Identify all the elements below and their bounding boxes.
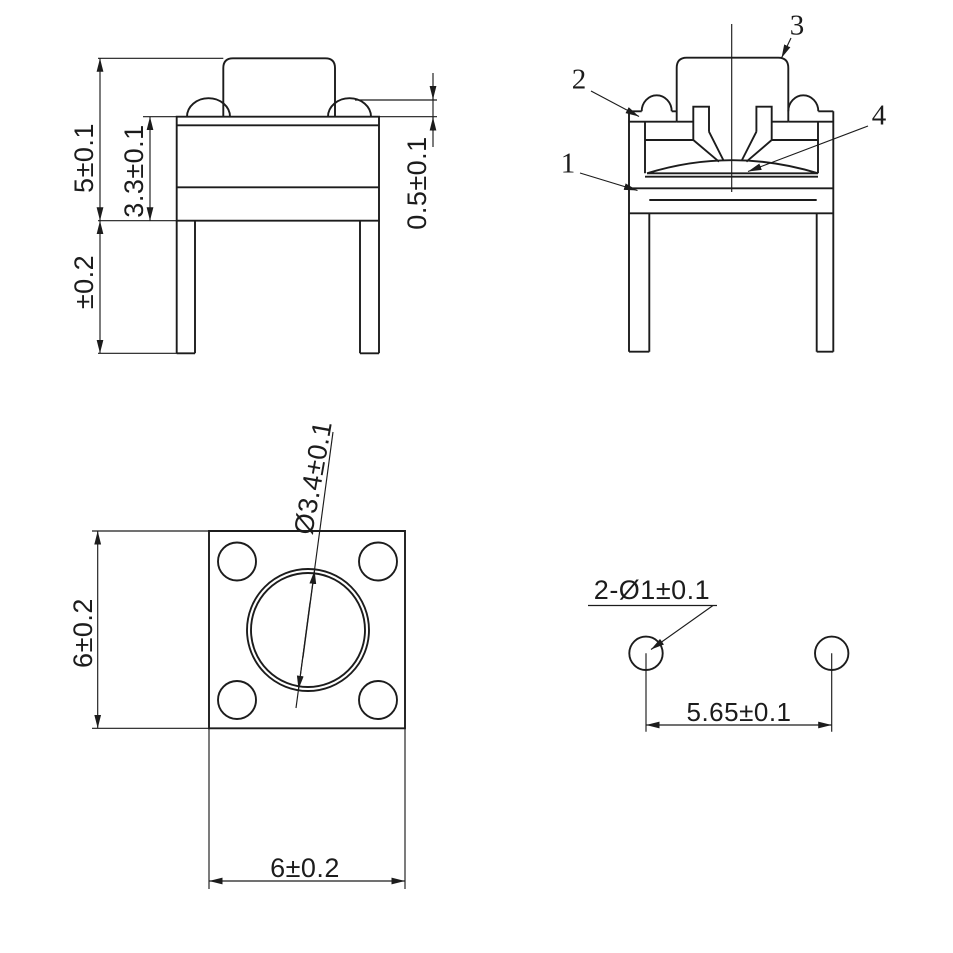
top-view: 6±0.2 6±0.2 Ø3.4±0.1 <box>68 418 406 889</box>
leader-callout-2 <box>590 90 640 118</box>
callout-1-housing-label: 1 <box>561 148 576 180</box>
dim-text-top-height: 6±0.2 <box>68 598 98 668</box>
section-outer-walls <box>628 111 835 352</box>
left-bump-arc <box>186 97 231 117</box>
dim-text-total-height: 5±0.1 <box>69 123 99 193</box>
section-view: 3 2 4 1 <box>561 10 887 353</box>
section-base <box>629 187 834 215</box>
corner-hole-top-left <box>217 541 257 582</box>
button-circle-outer <box>246 568 370 692</box>
dim-text-bump-height: 0.5±0.1 <box>402 136 432 229</box>
dim-text-hole-spec: 2-Ø1±0.1 <box>594 575 710 605</box>
leader-callout-1 <box>579 172 638 192</box>
section-legs <box>629 213 834 353</box>
extension-lines-top-view <box>92 530 406 889</box>
right-lead <box>359 220 380 355</box>
button-circle-inner <box>250 572 366 688</box>
switch-body-outline <box>175 115 380 222</box>
dim-text-lead-tolerance: ±0.2 <box>69 255 99 309</box>
right-bump-arc <box>327 97 372 117</box>
dim-text-button-diameter: Ø3.4±0.1 <box>288 418 337 536</box>
callout-4-dome-label: 4 <box>872 100 887 132</box>
corner-hole-top-right <box>358 541 398 582</box>
dim-text-body-height: 3.3±0.1 <box>119 124 149 217</box>
button-cap-outline <box>222 57 336 117</box>
pcb-layout-view: 2-Ø1±0.1 5.65±0.1 <box>588 575 850 732</box>
leader-callout-4 <box>747 125 869 173</box>
dim-text-hole-pitch: 5.65±0.1 <box>686 697 791 727</box>
diameter-arrow-bottom <box>296 602 311 690</box>
extension-lines-front <box>98 57 437 354</box>
section-stem-outline <box>675 56 790 122</box>
section-left-post <box>692 105 725 163</box>
section-right-post <box>741 105 773 163</box>
corner-hole-bottom-right <box>358 680 398 720</box>
callout-2-cover-label: 2 <box>572 64 587 96</box>
section-cavity-walls <box>644 120 819 174</box>
front-view: 5±0.1 3.3±0.1 ±0.2 0.5±0.1 <box>69 57 437 355</box>
leader-hole-spec <box>650 605 714 650</box>
corner-hole-bottom-left <box>217 680 257 720</box>
dim-text-top-width: 6±0.2 <box>270 853 340 883</box>
callout-3-base-label: 3 <box>790 10 805 42</box>
pcb-hole-center-lines <box>645 653 833 732</box>
leader-callout-3 <box>780 37 792 59</box>
left-lead <box>175 220 196 355</box>
section-dome <box>645 159 819 178</box>
